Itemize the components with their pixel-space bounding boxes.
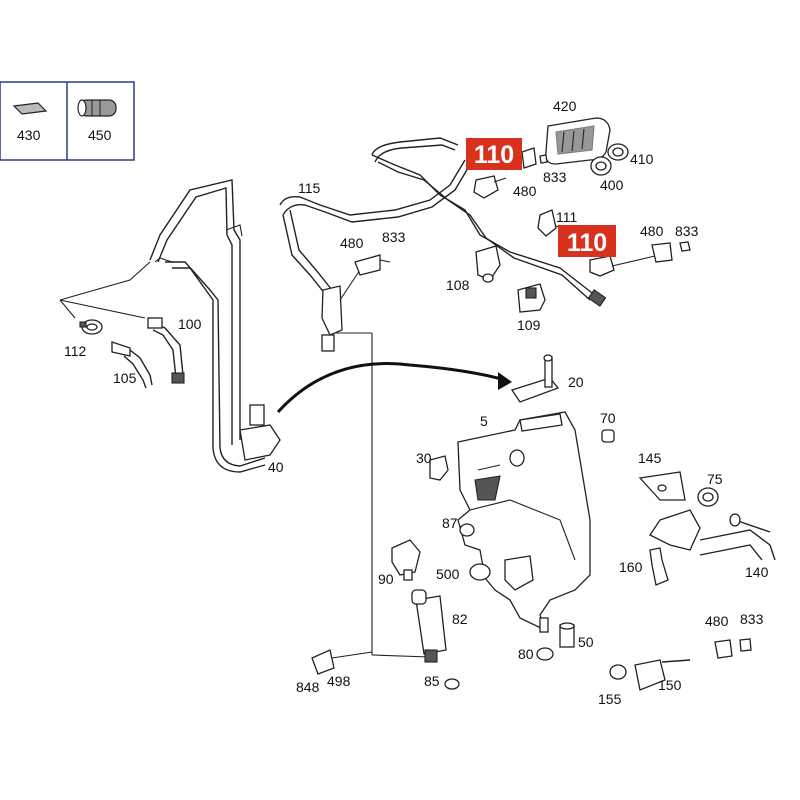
sensor-50 (559, 622, 575, 648)
clip-160 (649, 547, 669, 586)
highlight-110-upper: 110 (466, 138, 522, 170)
legend-450-label: 450 (88, 127, 112, 143)
valve-480-833-a (505, 147, 548, 171)
clamp-112 (79, 319, 103, 335)
part-label: 108 (446, 277, 470, 293)
part-label: 82 (452, 611, 468, 627)
jet-110-upper (473, 175, 507, 199)
part-label: 833 (382, 229, 406, 245)
part-label: 115 (298, 180, 321, 196)
part-label: 150 (658, 677, 682, 693)
pump-500 (469, 555, 534, 591)
left-hose-assembly (59, 179, 281, 473)
cap-70 (601, 429, 615, 443)
part-label: 498 (327, 673, 351, 689)
part-label: 500 (436, 566, 460, 582)
pad-icon (12, 102, 48, 115)
pump-150 (609, 659, 691, 691)
connector-105 (111, 341, 153, 389)
part-label: 480 (513, 183, 537, 199)
bracket-145 (638, 471, 686, 501)
jet-110-lower (589, 255, 656, 277)
upper-hose-assembly (279, 137, 607, 658)
part-label: 90 (378, 571, 394, 587)
part-label: 112 (64, 343, 87, 359)
part-label: 833 (740, 611, 764, 627)
part-label: 848 (296, 679, 320, 695)
part-label: 160 (619, 559, 643, 575)
part-label: 40 (268, 459, 284, 475)
part-label: 85 (424, 673, 440, 689)
bracket-30 (429, 455, 449, 481)
part-label: 105 (113, 370, 137, 386)
nozzle-109 (517, 283, 546, 313)
part-label: 50 (578, 634, 594, 650)
part-label: 5 (480, 413, 488, 429)
filler-neck-20 (510, 354, 560, 403)
part-label: 140 (745, 564, 769, 580)
hose-140 (649, 509, 776, 561)
part-label: 833 (543, 169, 567, 185)
washer-tank (457, 411, 591, 633)
part-label: 20 (568, 374, 584, 390)
highlight-label-lower: 110 (567, 229, 607, 257)
part-label: 111 (556, 209, 577, 225)
part-label: 410 (630, 151, 654, 167)
screw-80 (536, 647, 554, 661)
part-label: 480 (640, 223, 664, 239)
highlight-label-upper: 110 (474, 141, 514, 169)
hose-100 (147, 317, 185, 384)
grommet-87 (459, 523, 475, 537)
connector-108 (475, 245, 501, 283)
part-label: 155 (598, 691, 622, 707)
part-label: 420 (553, 98, 577, 114)
part-label: 80 (518, 646, 534, 662)
legend-430-label: 430 (17, 127, 41, 143)
valve-848-498 (311, 649, 373, 675)
part-labels: 420 410 400 480 833 115 480 833 111 480 … (64, 98, 769, 707)
assembly-arrow (276, 362, 512, 414)
pump-82 (411, 589, 447, 663)
part-label: 833 (675, 223, 699, 239)
clip-111 (537, 209, 567, 237)
sleeve-icon (77, 99, 117, 117)
cover-420 (545, 117, 611, 165)
part-label: 100 (178, 316, 202, 332)
grommet-75 (697, 487, 719, 507)
part-label: 480 (705, 613, 729, 629)
valve-480-833-d (714, 638, 752, 659)
pump-90 (391, 539, 421, 581)
legend-box: 430 450 (0, 81, 135, 161)
part-label: 75 (707, 471, 723, 487)
part-label: 109 (517, 317, 541, 333)
part-label: 70 (600, 410, 616, 426)
part-label: 87 (442, 515, 458, 531)
washer-400 (590, 156, 612, 176)
highlight-110-lower: 110 (558, 225, 616, 257)
part-label: 400 (600, 177, 624, 193)
part-label: 30 (416, 450, 432, 466)
grommet-410 (607, 143, 629, 161)
bolt-85 (444, 678, 460, 690)
part-label: 145 (638, 450, 662, 466)
valve-480-833-c (651, 241, 691, 263)
part-label: 480 (340, 235, 364, 251)
